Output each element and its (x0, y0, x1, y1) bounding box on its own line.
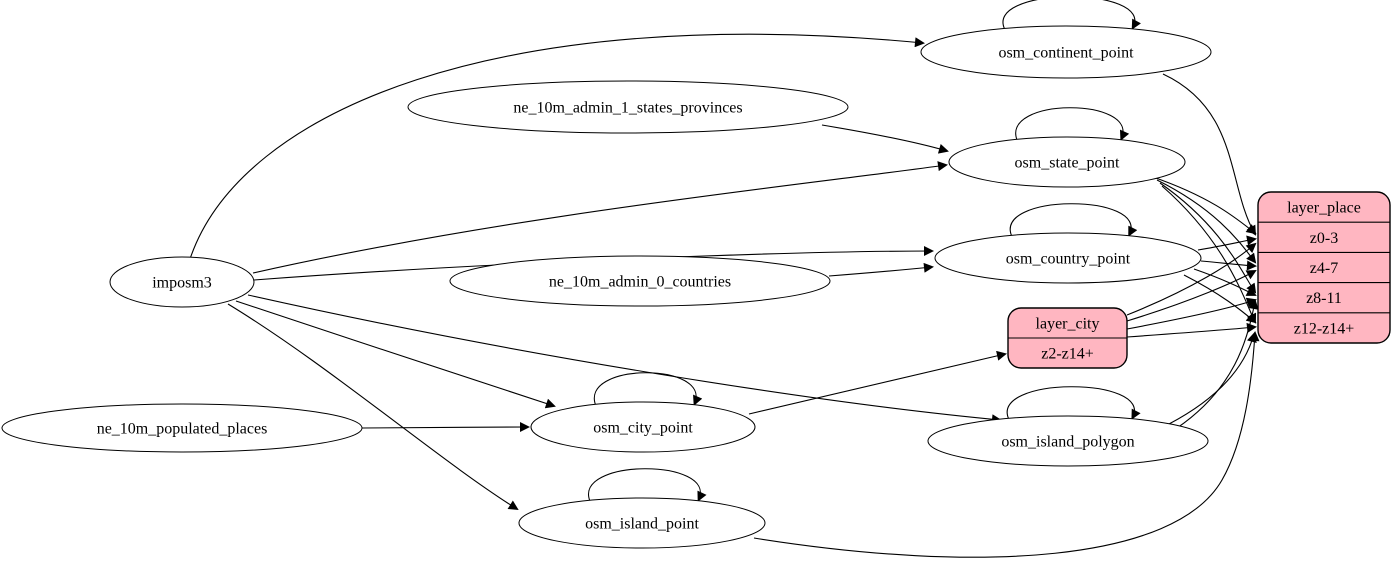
table-ellipse (948, 136, 1186, 188)
edge-ne_10m_populated_places-to-osm_city_point (361, 422, 530, 433)
node-label: imposm3 (152, 275, 212, 292)
node-ne_10m_populated_places: ne_10m_populated_places (1, 403, 363, 453)
node-osm_state_point: osm_state_point (948, 136, 1186, 188)
table-ellipse (920, 25, 1212, 79)
edge-imposm3-to-osm_state_point (252, 161, 948, 274)
node-label: ne_10m_admin_0_countries (549, 274, 731, 291)
node-layer_place: layer_place z0-3 z4-7 z8-11 z12-z14+ (1257, 191, 1391, 344)
edge-ne_10m_admin_1_states_provinces-to-osm_state_point (821, 124, 949, 154)
record-rect (1257, 191, 1391, 344)
node-label: osm_state_point (1015, 155, 1120, 172)
record-title: layer_place (1287, 200, 1361, 217)
table-ellipse (934, 232, 1202, 284)
node-layer_city: layer_city z2-z14+ (1007, 307, 1128, 369)
table-ellipse (407, 80, 849, 134)
record-row-z8-11: z8-11 (1306, 290, 1342, 307)
edge-osm_state_point-to-layer_place-z0-3 (1152, 176, 1257, 235)
edge-osm_continent_point-to-layer_place-z0-3 (1162, 73, 1257, 236)
table-ellipse (927, 415, 1209, 467)
node-imposm3: imposm3 (109, 256, 255, 308)
edge-imposm3-to-osm_city_point (235, 300, 556, 409)
edge-layer (189, 0, 1260, 558)
edge-ne_10m_admin_0_countries-to-osm_country_point (828, 262, 934, 277)
record-row-z4-7: z4-7 (1310, 260, 1338, 277)
edge-osm_country_point-to-layer_place-z4-7 (1200, 260, 1257, 271)
edge-osm_state_point-to-layer_place-z12-z14+ (1161, 185, 1257, 324)
node-osm_country_point: osm_country_point (934, 232, 1202, 284)
edge-layer_city-to-layer_place-z0-3 (1126, 242, 1257, 316)
record-row-z2-z14+: z2-z14+ (1041, 346, 1094, 363)
edge-osm_island_polygon-to-osm_island_polygon (1006, 386, 1141, 421)
node-osm_island_point: osm_island_point (518, 497, 766, 549)
edge-osm_island_point-to-layer_place-z12-z14+ (753, 331, 1260, 558)
table-ellipse (530, 401, 756, 453)
node-osm_island_polygon: osm_island_polygon (927, 415, 1209, 467)
edge-osm_city_point-to-osm_city_point (593, 372, 703, 407)
edge-imposm3-to-osm_continent_point (189, 33, 925, 260)
node-label: osm_continent_point (998, 45, 1134, 62)
table-ellipse (1, 403, 363, 453)
node-label: osm_country_point (1006, 251, 1131, 268)
edge-osm_country_point-to-layer_place-z0-3 (1197, 235, 1257, 251)
edge-imposm3-to-osm_island_point (227, 303, 519, 511)
node-osm_city_point: osm_city_point (530, 401, 756, 453)
table-ellipse (449, 255, 831, 307)
table-ellipse (109, 256, 255, 308)
edge-osm_state_point-to-layer_place-z4-7 (1156, 179, 1257, 264)
record-title: layer_city (1036, 316, 1100, 333)
edge-osm_continent_point-to-osm_continent_point (1002, 0, 1141, 31)
edge-osm_city_point-to-layer_city-z2-z14+ (748, 350, 1007, 415)
edge-imposm3-to-osm_island_polygon (247, 294, 1002, 425)
edge-layer_city-to-layer_place-z12-z14+ (1126, 322, 1257, 338)
table-ellipse (518, 497, 766, 549)
edge-osm_island_point-to-osm_island_point (587, 468, 707, 503)
node-label: ne_10m_admin_1_states_provinces (513, 100, 742, 117)
node-label: osm_city_point (593, 420, 693, 437)
record-row-z0-3: z0-3 (1310, 230, 1338, 247)
node-label: ne_10m_populated_places (97, 421, 268, 438)
edge-osm_state_point-to-osm_state_point (1015, 107, 1130, 142)
edge-layer_city-to-layer_place-z8-11 (1126, 297, 1257, 330)
node-label: osm_island_polygon (1001, 434, 1134, 451)
record-row-z12-z14+: z12-z14+ (1294, 320, 1355, 337)
node-osm_continent_point: osm_continent_point (920, 25, 1212, 79)
edge-osm_country_point-to-osm_country_point (1009, 203, 1138, 238)
edge-osm_country_point-to-layer_place-z12-z14+ (1183, 274, 1257, 324)
node-label: osm_island_point (585, 516, 699, 533)
edge-layer_city-to-layer_place-z4-7 (1126, 270, 1257, 322)
edge-osm_state_point-to-layer_place-z8-11 (1159, 182, 1257, 294)
edge-osm_island_polygon-to-layer_place-z8-11 (1176, 299, 1259, 429)
node-ne_10m_admin_0_countries: ne_10m_admin_0_countries (449, 255, 831, 307)
edge-osm_island_polygon-to-layer_place-z12-z14+ (1168, 332, 1257, 425)
node-ne_10m_admin_1_states_provinces: ne_10m_admin_1_states_provinces (407, 80, 849, 134)
edge-osm_country_point-to-layer_place-z8-11 (1193, 268, 1257, 296)
